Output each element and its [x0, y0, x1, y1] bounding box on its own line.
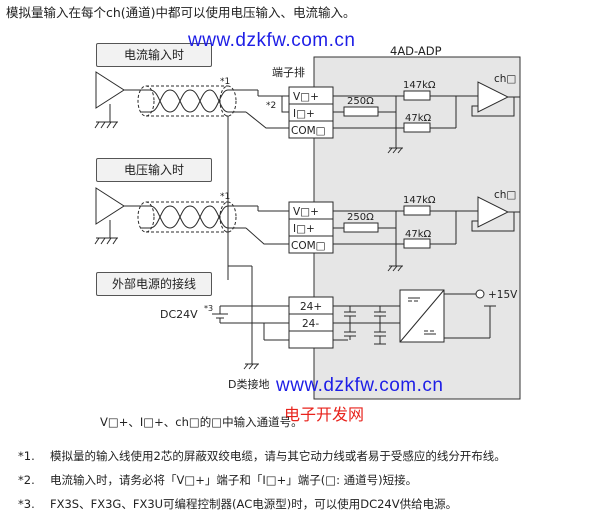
terminal-com-1: COM□ [291, 125, 326, 137]
resistor-250-2: 250Ω [347, 212, 374, 223]
section-voltage-input: 电压输入时 [96, 158, 212, 182]
resistor-47k-2: 47kΩ [405, 229, 432, 240]
resistor-250-1: 250Ω [347, 96, 374, 107]
footnote-2-text: 电流输入时，请务必将「V□+」端子和「I□+」端子(□: 通道号)短接。 [50, 473, 418, 487]
note1-mark-current: *1 [220, 77, 230, 87]
footnote-1-mark: *1. [18, 449, 35, 463]
resistor-147k-1: 147kΩ [403, 80, 436, 91]
external-power-circuit [212, 289, 496, 349]
footnote-3: *3. FX3S、FX3G、FX3U可编程控制器(AC电源型)时，可以使用DC24… [18, 496, 457, 512]
footnote-2: *2. 电流输入时，请务必将「V□+」端子和「I□+」端子(□: 通道号)短接。 [18, 472, 417, 488]
note1-mark-voltage: *1 [220, 192, 230, 202]
resistor-147k-2: 147kΩ [403, 195, 436, 206]
intro-text: 模拟量输入在每个ch(通道)中都可以使用电压输入、电流输入。 [6, 5, 356, 20]
section-current-input: 电流输入时 [96, 43, 212, 67]
terminal-block-label: 端子排 [272, 65, 305, 79]
ch-label-2: ch□ [494, 189, 516, 201]
terminal-i-plus-1: I□+ [293, 108, 315, 120]
terminal-24-minus: 24- [302, 318, 319, 330]
note2-mark: *2 [266, 101, 276, 111]
footnote-3-mark: *3. [18, 497, 35, 511]
watermark-site-name: 电子开发网 [284, 405, 365, 424]
terminal-24-plus: 24+ [300, 301, 322, 313]
supply-15v-label: +15V [488, 289, 518, 301]
section-external-power: 外部电源的接线 [96, 272, 212, 296]
terminal-com-2: COM□ [291, 240, 326, 252]
caption: V□+、I□+、ch□的□中输入通道号。 [100, 415, 303, 429]
current-input-circuit [94, 71, 520, 280]
voltage-source-symbol [95, 187, 125, 225]
watermark-url-top: www.dzkfw.com.cn [188, 30, 356, 51]
footnote-1-text: 模拟量的输入线使用2芯的屏蔽双绞电缆，请与其它动力线或者易于受感应的线分开布线。 [50, 449, 506, 463]
watermark-url-bottom: www.dzkfw.com.cn [276, 375, 444, 396]
resistor-47k-1: 47kΩ [405, 113, 432, 124]
footnote-3-text: FX3S、FX3G、FX3U可编程控制器(AC电源型)时，可以使用DC24V供给… [50, 497, 458, 511]
ch-label-1: ch□ [494, 73, 516, 85]
dc24v-note-mark: *3 [204, 304, 213, 313]
terminal-v-plus-1: V□+ [293, 91, 319, 103]
terminal-v-plus-2: V□+ [293, 206, 319, 218]
footnote-2-mark: *2. [18, 473, 35, 487]
dc24v-label: DC24V [160, 308, 198, 321]
current-source-symbol [95, 71, 125, 109]
voltage-input-circuit [94, 187, 520, 272]
terminal-i-plus-2: I□+ [293, 223, 315, 235]
footnote-1: *1. 模拟量的输入线使用2芯的屏蔽双绞电缆，请与其它动力线或者易于受感应的线分开… [18, 448, 506, 464]
module-name: 4AD-ADP [390, 44, 442, 58]
d-ground-label: D类接地 [228, 377, 269, 391]
